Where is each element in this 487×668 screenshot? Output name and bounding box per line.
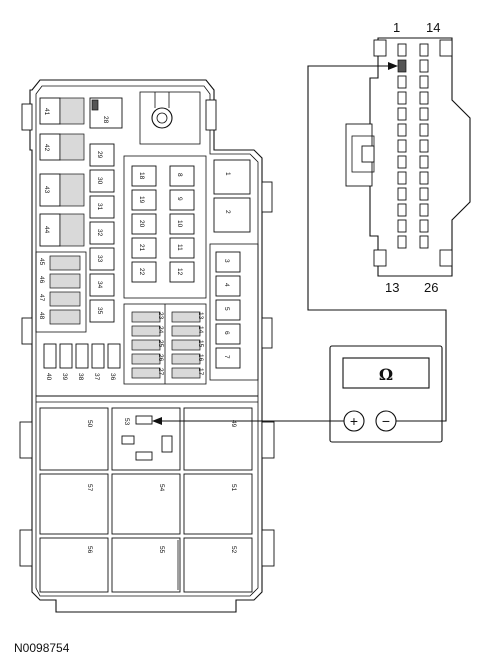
svg-text:29: 29 xyxy=(96,151,103,159)
svg-text:22: 22 xyxy=(138,268,145,276)
svg-text:21: 21 xyxy=(138,244,145,252)
figure-id: N0098754 xyxy=(14,641,70,655)
svg-text:18: 18 xyxy=(138,172,145,180)
svg-text:9: 9 xyxy=(176,197,183,201)
svg-text:44: 44 xyxy=(43,226,50,234)
plus-label: + xyxy=(350,413,358,429)
svg-text:36: 36 xyxy=(109,373,116,381)
svg-text:8: 8 xyxy=(176,173,183,177)
test-leads xyxy=(152,62,447,425)
right-relays: 1 2 xyxy=(213,159,251,233)
svg-text:53: 53 xyxy=(123,418,130,426)
svg-text:16: 16 xyxy=(197,354,204,362)
mini-fuses-left: 45 46 47 48 xyxy=(35,251,87,333)
fuse-column-a: 29 30 31 32 33 34 35 xyxy=(89,143,115,323)
svg-text:24: 24 xyxy=(157,326,164,334)
fuse-column-right: 3 4 5 6 7 xyxy=(209,243,259,381)
mini-fuses-bottom: 40 39 38 37 36 xyxy=(43,343,121,381)
svg-text:28: 28 xyxy=(102,116,109,124)
probe-arrow-connector xyxy=(388,62,398,70)
svg-text:48: 48 xyxy=(38,312,45,320)
svg-text:19: 19 xyxy=(138,196,145,204)
svg-text:40: 40 xyxy=(45,373,52,381)
fuse-box xyxy=(19,79,275,613)
probe-arrow-fusebox xyxy=(152,417,162,425)
svg-text:7: 7 xyxy=(223,355,230,359)
svg-text:52: 52 xyxy=(230,546,237,554)
svg-text:32: 32 xyxy=(96,229,103,237)
left-relays: 41 42 43 44 xyxy=(39,97,85,247)
svg-text:33: 33 xyxy=(96,255,103,263)
svg-text:54: 54 xyxy=(158,484,165,492)
minus-label: − xyxy=(382,413,390,429)
svg-text:41: 41 xyxy=(43,108,50,116)
ohm-symbol: Ω xyxy=(379,365,393,384)
mini-fuses-middle: 23 24 25 26 27 13 14 15 16 17 xyxy=(123,303,207,385)
svg-text:55: 55 xyxy=(158,546,165,554)
svg-text:31: 31 xyxy=(96,203,103,211)
connector: 1 14 13 26 xyxy=(345,20,471,295)
svg-text:6: 6 xyxy=(223,331,230,335)
pin-label-13: 13 xyxy=(385,280,399,295)
svg-text:46: 46 xyxy=(38,276,45,284)
ohmmeter: Ω + − xyxy=(329,345,443,443)
connector-pins xyxy=(397,43,429,249)
svg-text:34: 34 xyxy=(96,281,103,289)
svg-text:12: 12 xyxy=(176,268,183,276)
svg-text:57: 57 xyxy=(86,484,93,492)
svg-text:25: 25 xyxy=(157,340,164,348)
svg-text:20: 20 xyxy=(138,220,145,228)
svg-text:50: 50 xyxy=(86,420,93,428)
svg-text:10: 10 xyxy=(176,220,183,228)
svg-text:2: 2 xyxy=(224,210,231,214)
svg-text:27: 27 xyxy=(157,368,164,376)
svg-text:39: 39 xyxy=(61,373,68,381)
svg-text:47: 47 xyxy=(38,294,45,302)
svg-text:15: 15 xyxy=(197,340,204,348)
svg-text:11: 11 xyxy=(176,244,183,251)
svg-text:45: 45 xyxy=(38,258,45,266)
svg-text:30: 30 xyxy=(96,177,103,185)
svg-text:35: 35 xyxy=(96,307,103,315)
pin-label-26: 26 xyxy=(424,280,438,295)
svg-text:23: 23 xyxy=(157,312,164,320)
fuse-column-c: 8 9 10 11 12 xyxy=(169,165,195,283)
fuse-column-b: 18 19 20 21 22 xyxy=(131,165,157,283)
pin-label-1: 1 xyxy=(393,20,400,35)
svg-text:14: 14 xyxy=(197,326,204,334)
mounting-bolt xyxy=(139,91,201,145)
svg-text:43: 43 xyxy=(43,186,50,194)
svg-text:1: 1 xyxy=(224,172,231,176)
svg-text:5: 5 xyxy=(223,307,230,311)
svg-text:17: 17 xyxy=(197,368,204,376)
svg-text:49: 49 xyxy=(230,420,237,428)
large-relays: 50 53 49 51 54 57 52 55 56 xyxy=(39,407,253,593)
svg-text:37: 37 xyxy=(93,373,100,381)
svg-text:4: 4 xyxy=(223,283,230,287)
svg-text:26: 26 xyxy=(157,354,164,362)
svg-text:42: 42 xyxy=(43,144,50,152)
svg-text:13: 13 xyxy=(197,312,204,320)
svg-text:51: 51 xyxy=(230,484,237,492)
relay-28: 28 xyxy=(89,97,123,129)
pin-label-14: 14 xyxy=(426,20,440,35)
svg-text:3: 3 xyxy=(223,259,230,263)
svg-text:56: 56 xyxy=(86,546,93,554)
svg-text:38: 38 xyxy=(77,373,84,381)
